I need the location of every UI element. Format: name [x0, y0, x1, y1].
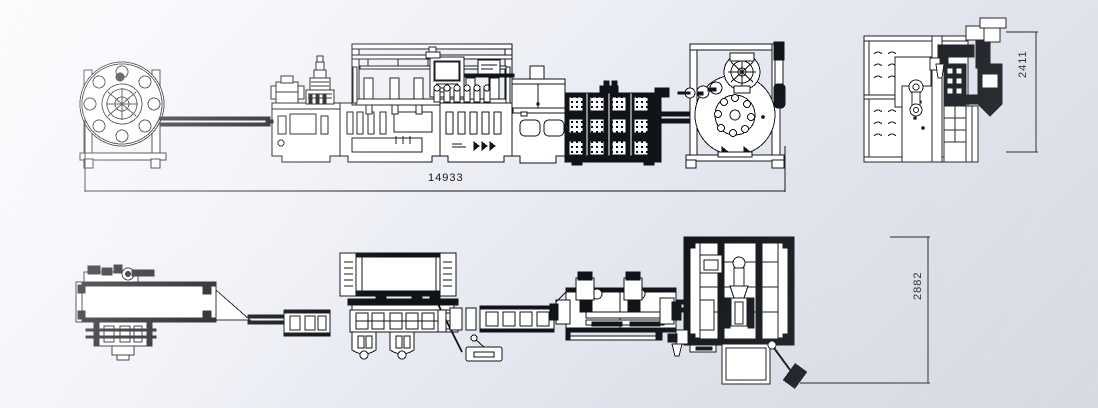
- overall-depth-label: 2882: [912, 271, 924, 300]
- plan-view: [75, 236, 808, 389]
- overall-length-dimension: [84, 118, 786, 192]
- front-elevation-view: [79, 41, 786, 169]
- transfer-table-plan: [449, 305, 555, 362]
- control-cabinet: [425, 46, 515, 103]
- overall-height-label: 2411: [1017, 50, 1029, 78]
- overall-height-dimension: [1006, 31, 1038, 153]
- module-a-plan: [283, 309, 331, 337]
- straightener-unit: [265, 55, 341, 163]
- pay-off-reel: [79, 61, 167, 169]
- take-up-winder: [677, 41, 786, 169]
- dual-roller-station-plan: [549, 271, 713, 341]
- side-elevation-view: [863, 17, 1007, 163]
- overall-length-label: 14933: [428, 172, 464, 184]
- main-processing-module-plan: [339, 252, 463, 360]
- pay-off-stand-plan: [75, 264, 252, 361]
- overall-depth-dimension: [800, 236, 930, 384]
- feed-rail: [159, 116, 271, 127]
- secondary-cabinet: [439, 102, 513, 163]
- main-base-cabinet: [339, 102, 441, 163]
- extruder-chamber: [511, 65, 566, 164]
- take-up-unit-plan: [667, 236, 808, 389]
- cooling-trough: [564, 80, 670, 166]
